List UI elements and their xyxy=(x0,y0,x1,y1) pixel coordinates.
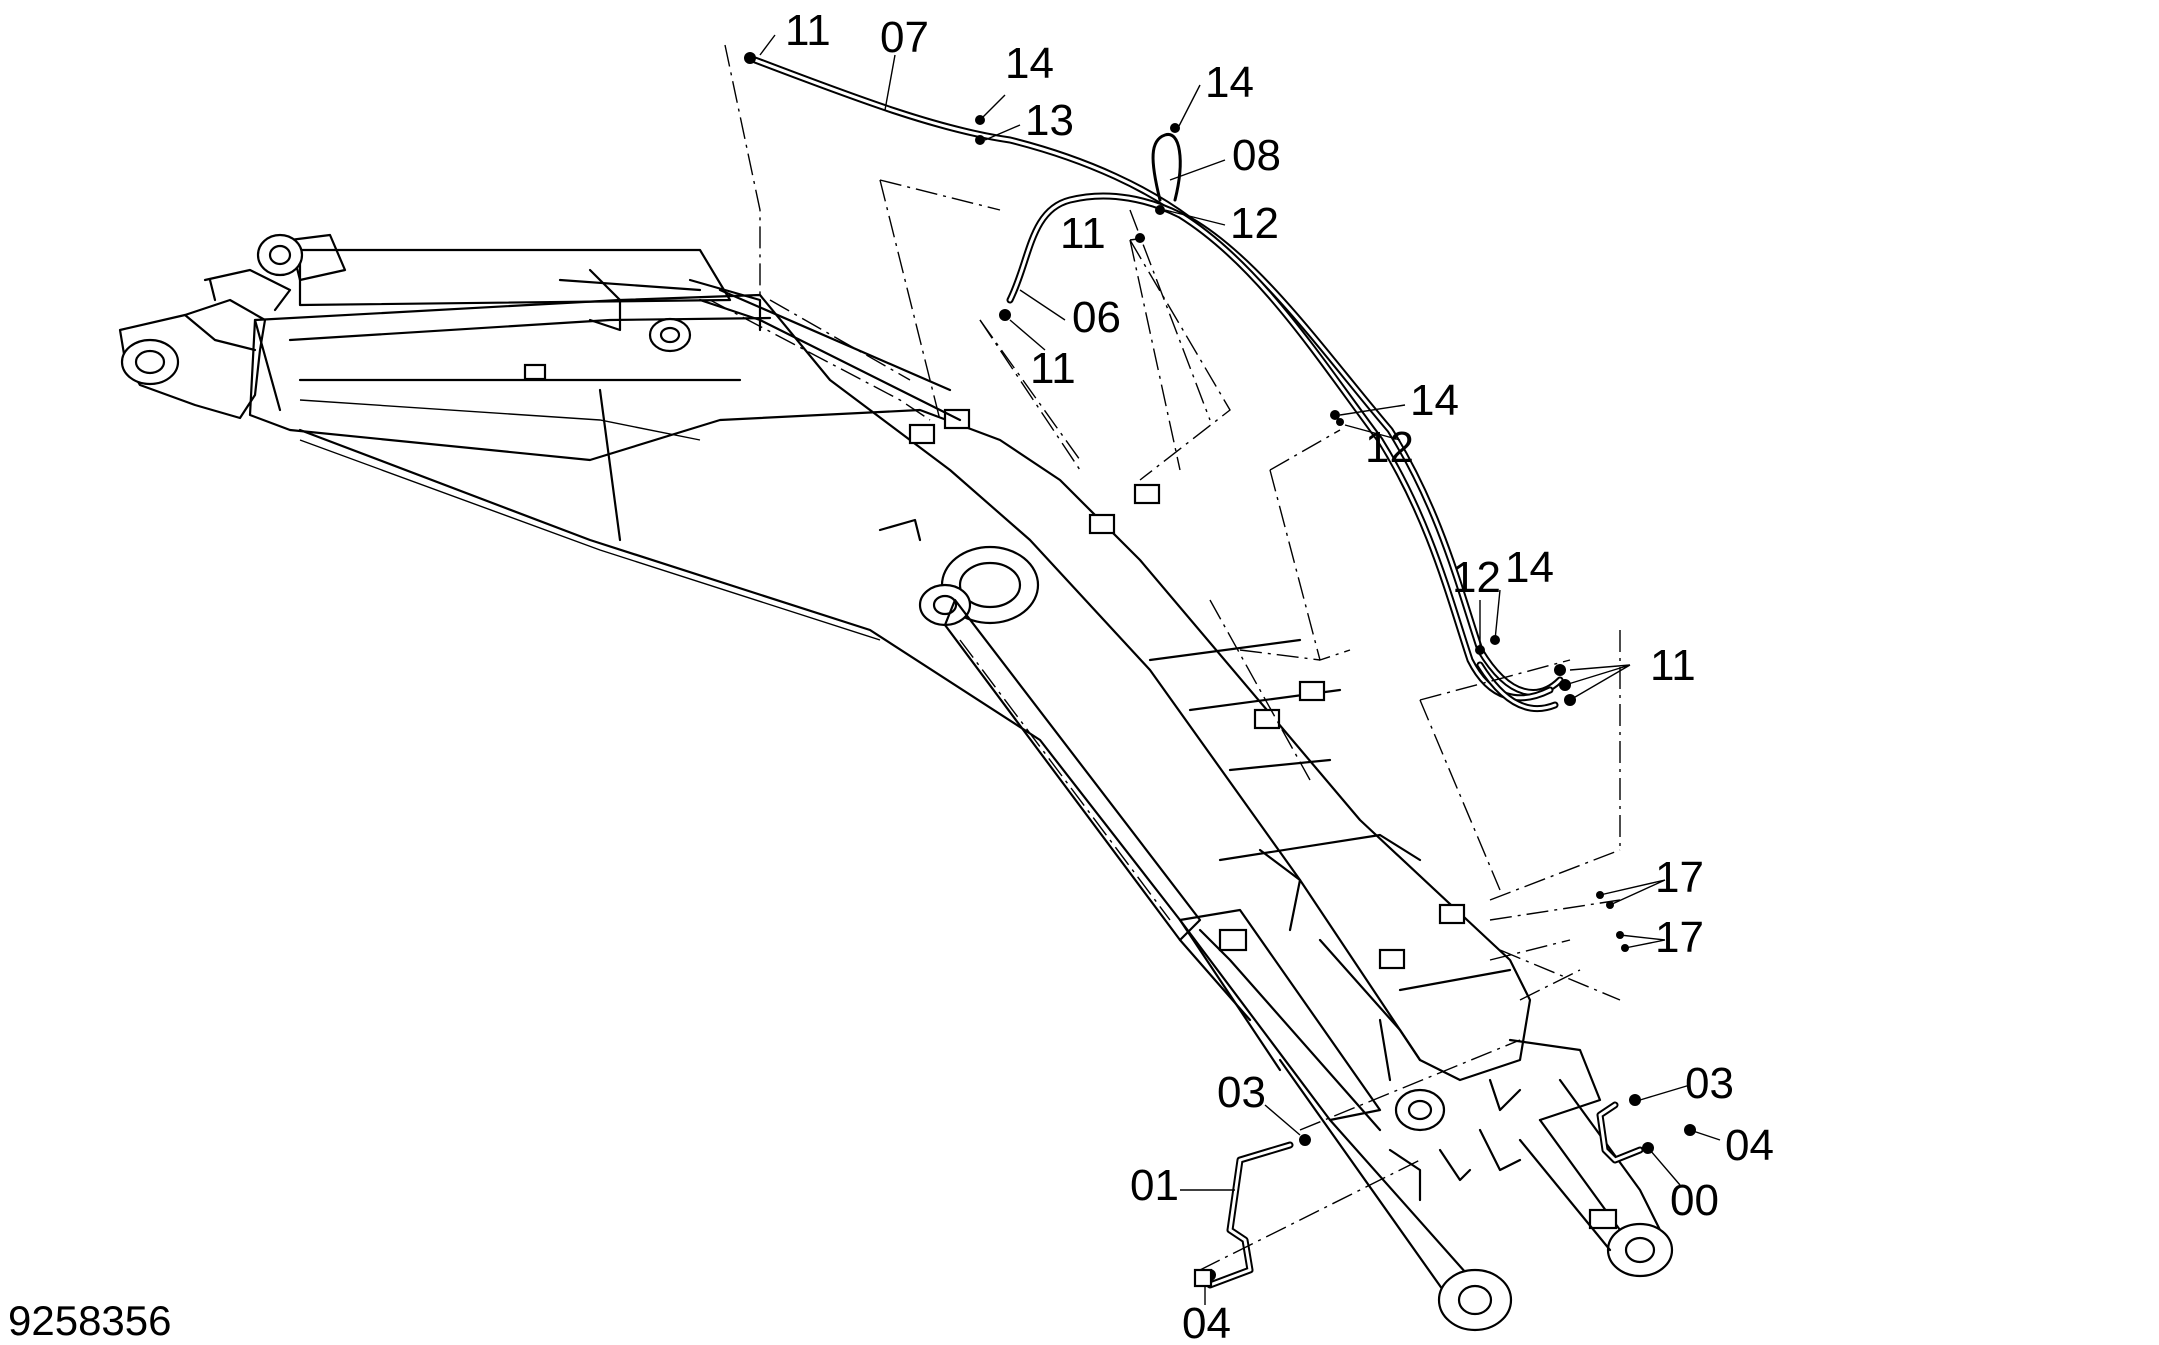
hose-assembly-06 xyxy=(1006,192,1559,713)
callout-14-d: 14 xyxy=(1505,543,1554,592)
callout-12-b: 12 xyxy=(1365,423,1414,472)
callout-04-bottom: 04 xyxy=(1182,1299,1231,1345)
boom-nose xyxy=(1394,1038,1674,1278)
boom-cylinder-pin xyxy=(918,545,1040,627)
hose-clamp-brackets xyxy=(523,363,1466,970)
tube-00 xyxy=(1596,1101,1644,1164)
callout-08: 08 xyxy=(1232,131,1281,180)
callout-12-a: 12 xyxy=(1230,199,1279,248)
callout-03-right: 03 xyxy=(1685,1059,1734,1108)
phantom-lines xyxy=(709,44,1621,1271)
callout-14-a: 14 xyxy=(1005,39,1054,88)
callout-13: 13 xyxy=(1025,96,1074,145)
callout-11-lower: 11 xyxy=(1030,344,1076,393)
document-number: 9258356 xyxy=(8,1297,172,1344)
tube-01 xyxy=(1206,1141,1294,1289)
callout-17-a: 17 xyxy=(1655,853,1704,902)
callout-01: 01 xyxy=(1130,1161,1179,1210)
callout-06: 06 xyxy=(1072,293,1121,342)
boom-cylinder xyxy=(943,598,1513,1332)
boom-foot xyxy=(118,268,292,420)
callout-17-b: 17 xyxy=(1655,913,1704,962)
callout-11-top: 11 xyxy=(785,6,831,55)
callout-07: 07 xyxy=(880,13,929,62)
callout-00: 00 xyxy=(1670,1176,1719,1225)
boom xyxy=(118,268,1532,1082)
callout-04-right: 04 xyxy=(1725,1121,1774,1170)
callout-14-c: 14 xyxy=(1410,376,1459,425)
hose-assembly-07 xyxy=(751,56,1564,696)
callout-11-mid: 11 xyxy=(1060,209,1106,258)
callout-03-left: 03 xyxy=(1217,1068,1266,1117)
callout-14-b: 14 xyxy=(1205,58,1254,107)
hose-loop-08 xyxy=(1151,133,1182,202)
callout-11-right: 11 xyxy=(1650,641,1696,690)
callout-12-c: 12 xyxy=(1452,553,1501,602)
fittings xyxy=(744,52,1696,1288)
callout-leaders xyxy=(759,34,1721,1305)
arm-cylinder xyxy=(256,233,962,422)
callout-labels: 11 07 14 13 14 08 11 12 06 11 14 12 12 1… xyxy=(785,6,1774,1345)
